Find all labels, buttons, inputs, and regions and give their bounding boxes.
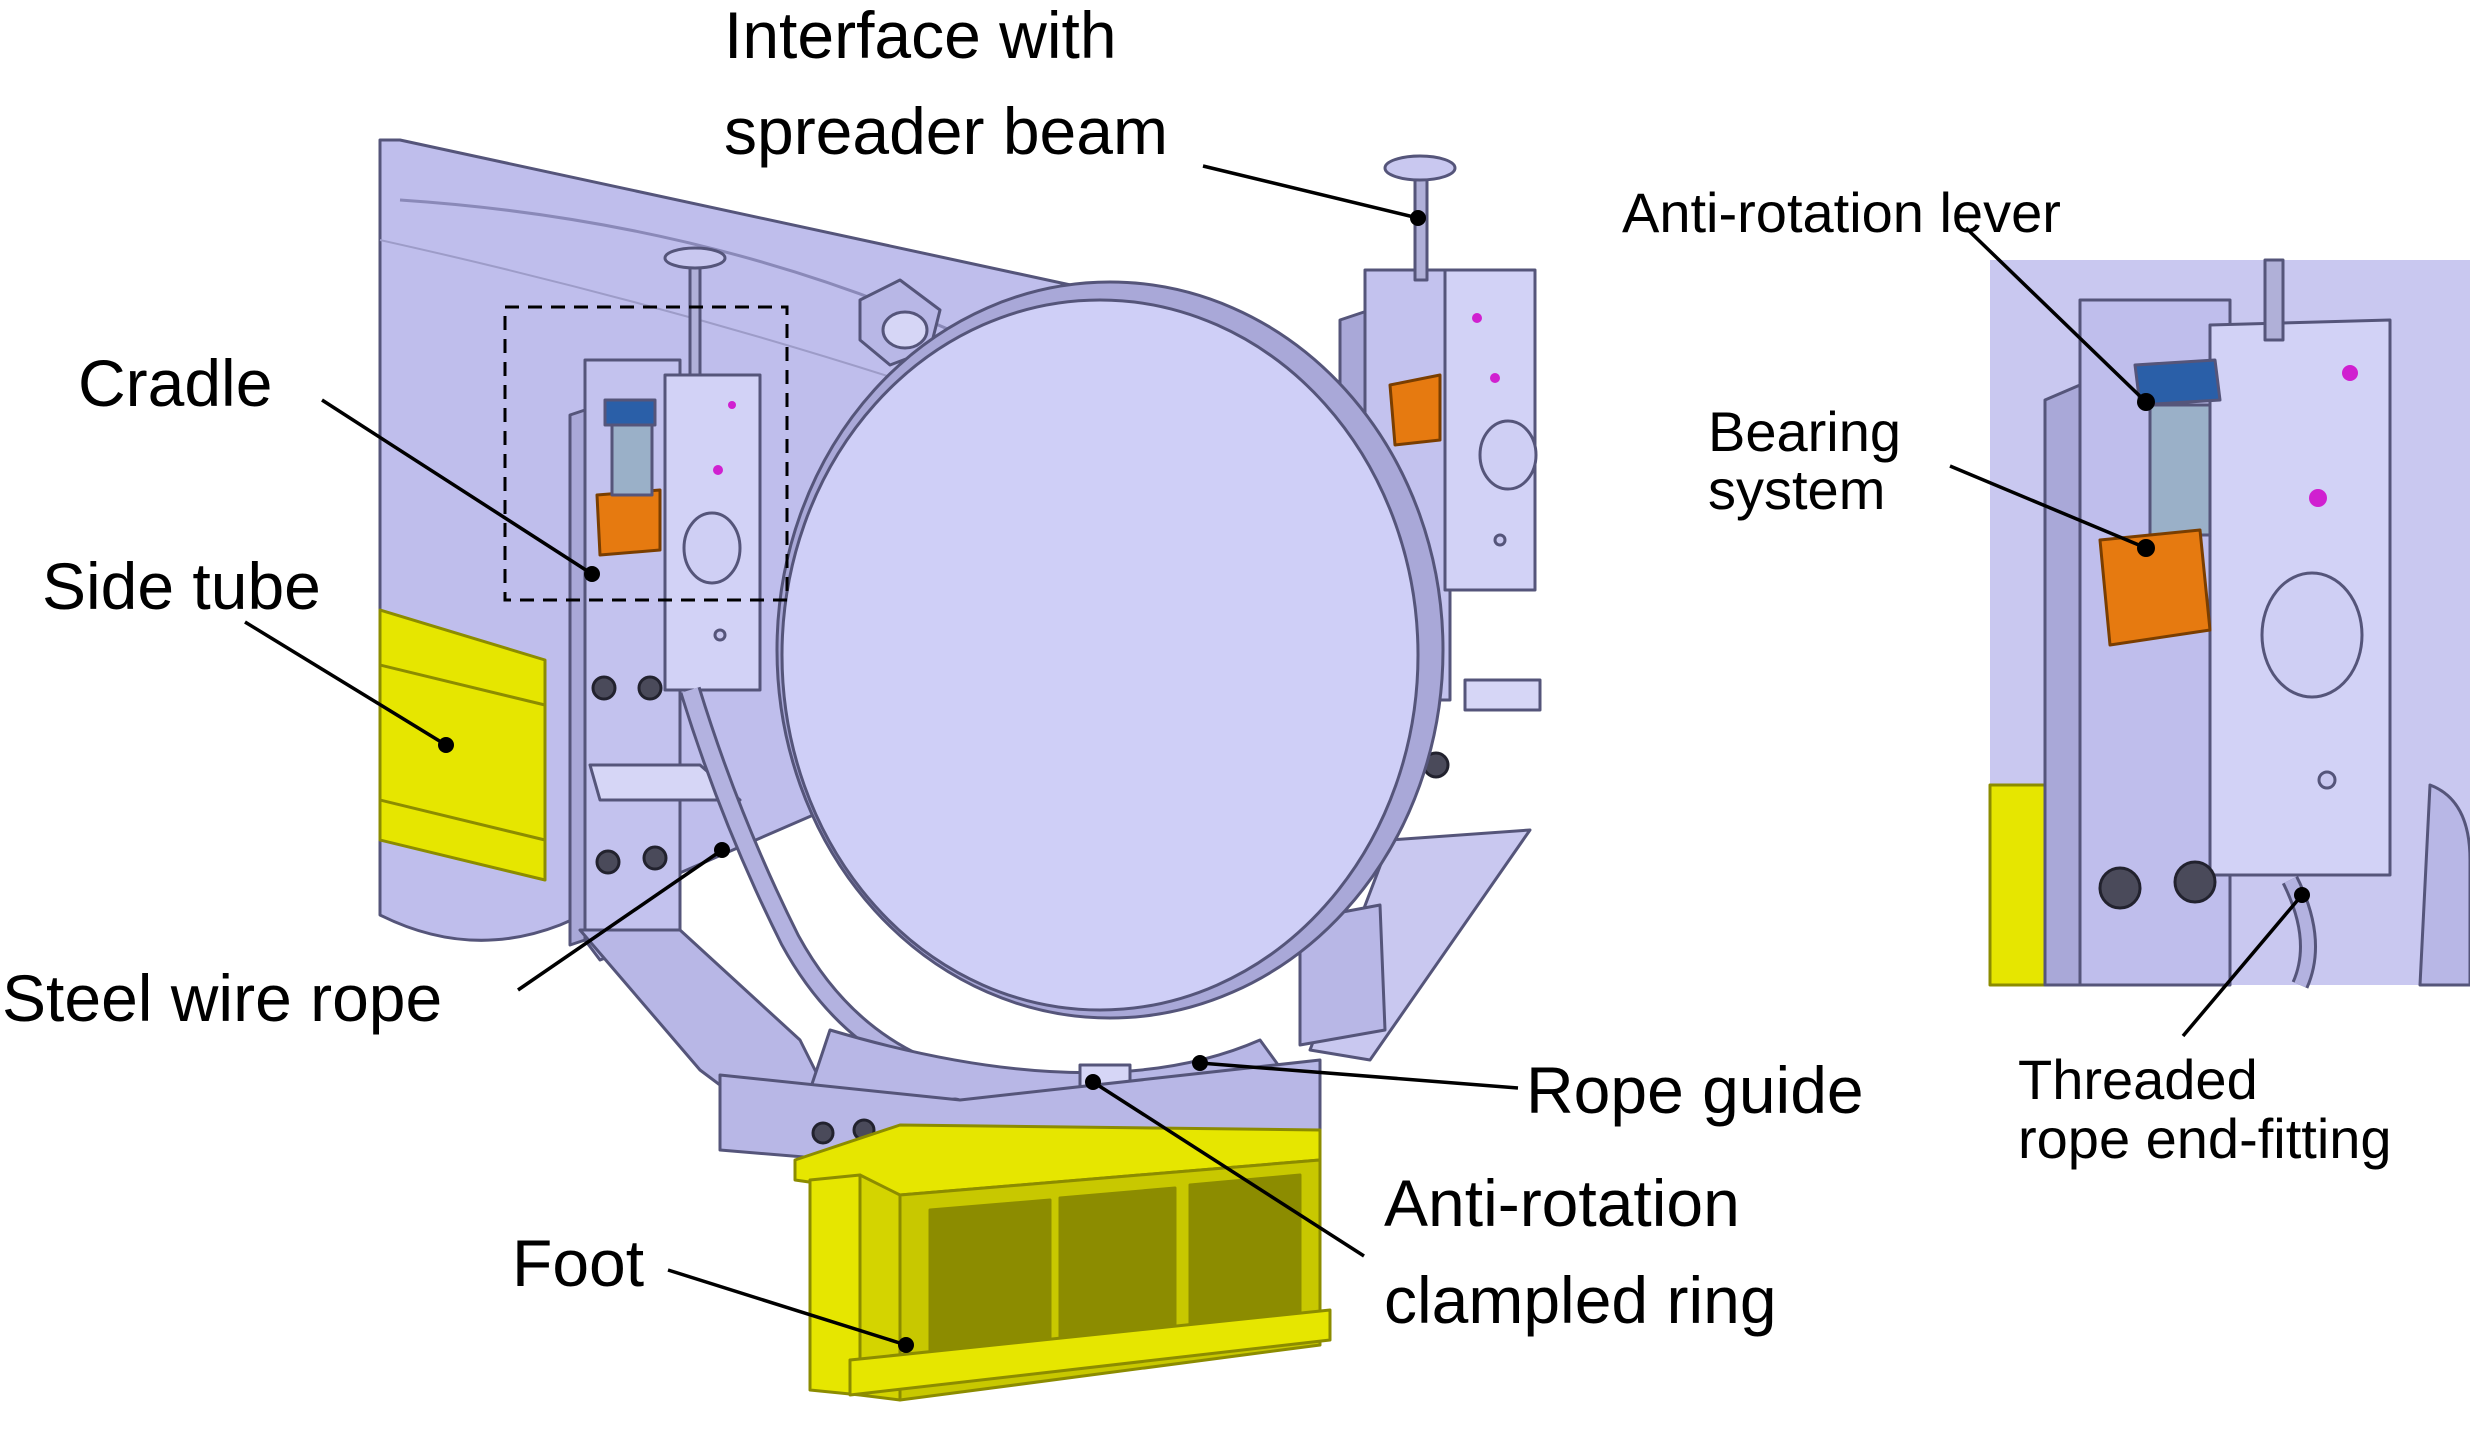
label-anti-rotation-lever: Anti-rotation lever [1622,181,2061,244]
label-anti-rotation-line1: Anti-rotation [1384,1166,1740,1240]
yellow-side-beam [378,608,547,882]
leader-lines [244,164,2304,1347]
label-bearing-line1: Bearing [1708,400,1902,463]
label-threaded-line2: rope end-fitting [2018,1107,2392,1170]
left-lever-stack [603,246,727,497]
label-anti-rotation-line2: clampled ring [1384,1263,1777,1337]
detail-view [1988,258,2470,989]
detail-box [503,305,789,602]
right-ramp [1298,828,1532,1062]
leader-dots [438,210,2310,1353]
left-bearing [595,488,662,557]
label-side-tube: Side tube [42,549,321,623]
left-cradle-bolts [591,675,668,875]
label-steel-wire-rope: Steel wire rope [2,961,443,1035]
label-cradle: Cradle [78,346,273,420]
label-rope-guide: Rope guide [1526,1053,1864,1127]
label-threaded-line1: Threaded [2018,1048,2258,1111]
label-bearing-line2: system [1708,458,1886,521]
label-interface-line2: spreader beam [724,94,1168,168]
yellow-foot [793,1123,1332,1402]
label-foot: Foot [512,1226,645,1300]
end-disc [775,280,1445,1020]
label-interface-line1: Interface with [724,0,1117,72]
